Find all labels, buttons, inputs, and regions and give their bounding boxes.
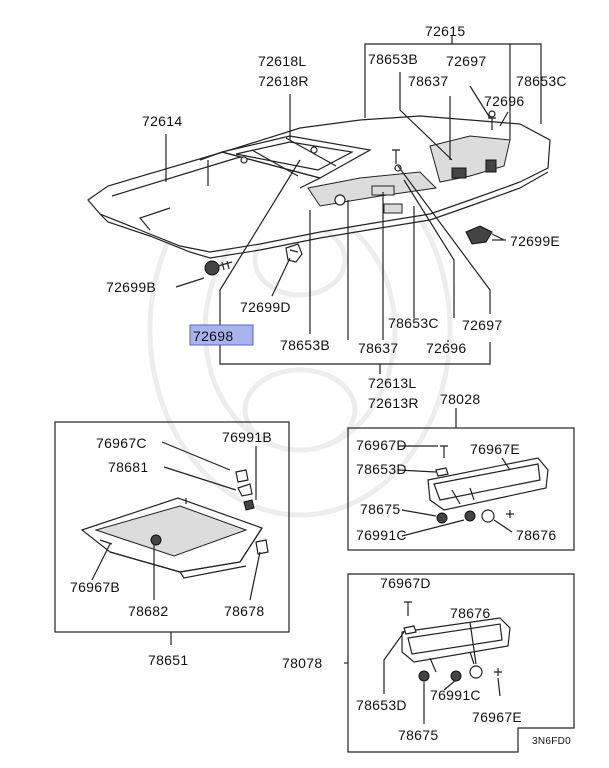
label-78653B-mid: 78653B <box>280 337 330 353</box>
label-76967E-r1: 76967E <box>470 441 520 457</box>
label-76967B: 76967B <box>70 579 120 595</box>
label-72699B: 72699B <box>106 279 156 295</box>
label-72697-mid: 72697 <box>462 317 502 333</box>
clip-72699D <box>285 243 303 263</box>
label-78653D-r2: 78653D <box>356 697 407 713</box>
label-72699D: 72699D <box>240 299 291 315</box>
box-78078 <box>344 573 575 753</box>
label-72699E: 72699E <box>510 233 560 249</box>
label-72615: 72615 <box>425 23 465 39</box>
label-72697-top: 72697 <box>446 53 486 69</box>
label-72613L: 72613L <box>368 375 417 391</box>
label-76967E-r2: 76967E <box>472 709 522 725</box>
part-labels: 72615 78653B 72697 78637 72696 78653C 72… <box>70 23 571 747</box>
box-78028-frame <box>347 427 575 551</box>
label-78653D-r1: 78653D <box>356 461 407 477</box>
leaders-78651 <box>91 441 261 601</box>
label-72698: 72698 <box>193 328 233 344</box>
label-72696-top: 72696 <box>484 93 524 109</box>
clip-72699E <box>465 225 505 245</box>
screw-top <box>392 110 496 164</box>
box-78651 <box>54 421 290 645</box>
headlining-assembly <box>87 115 551 259</box>
diagram-code: 3N6FD0 <box>532 736 571 747</box>
label-78678: 78678 <box>224 603 264 619</box>
label-72696-mid: 72696 <box>426 340 466 356</box>
label-76991B: 76991B <box>222 429 272 445</box>
highlight-72698 <box>189 324 254 346</box>
label-72618R: 72618R <box>258 73 309 89</box>
clip-72699B <box>204 260 233 276</box>
label-76991C-r2: 76991C <box>430 687 481 703</box>
label-78653B-top: 78653B <box>368 51 418 67</box>
label-76967D-r2: 76967D <box>380 575 431 591</box>
box-78028 <box>347 408 575 551</box>
label-78675-r1: 78675 <box>360 501 400 517</box>
label-78028: 78028 <box>440 391 480 407</box>
label-78676-r2: 78676 <box>450 605 490 621</box>
label-78651: 78651 <box>148 652 188 668</box>
label-78637-top: 78637 <box>408 73 448 89</box>
label-76967C: 76967C <box>96 435 147 451</box>
label-78637-mid: 78637 <box>358 340 398 356</box>
label-78675-r2: 78675 <box>398 727 438 743</box>
label-76967D-r1: 76967D <box>356 437 407 453</box>
box-78651-frame <box>54 421 290 633</box>
label-72614: 72614 <box>142 113 182 129</box>
label-72618L: 72618L <box>258 53 307 69</box>
label-78682: 78682 <box>128 603 168 619</box>
label-78681: 78681 <box>108 459 148 475</box>
leaders-78028 <box>397 445 513 537</box>
label-78653C-mid: 78653C <box>388 315 439 331</box>
label-76991C-r1: 76991C <box>356 527 407 543</box>
label-78078: 78078 <box>282 655 322 671</box>
label-78676-r1: 78676 <box>516 527 556 543</box>
box-78078-frame <box>347 573 575 753</box>
label-78653C-top: 78653C <box>516 73 567 89</box>
label-72613R: 72613R <box>368 395 419 411</box>
leaders-78078 <box>383 621 501 724</box>
